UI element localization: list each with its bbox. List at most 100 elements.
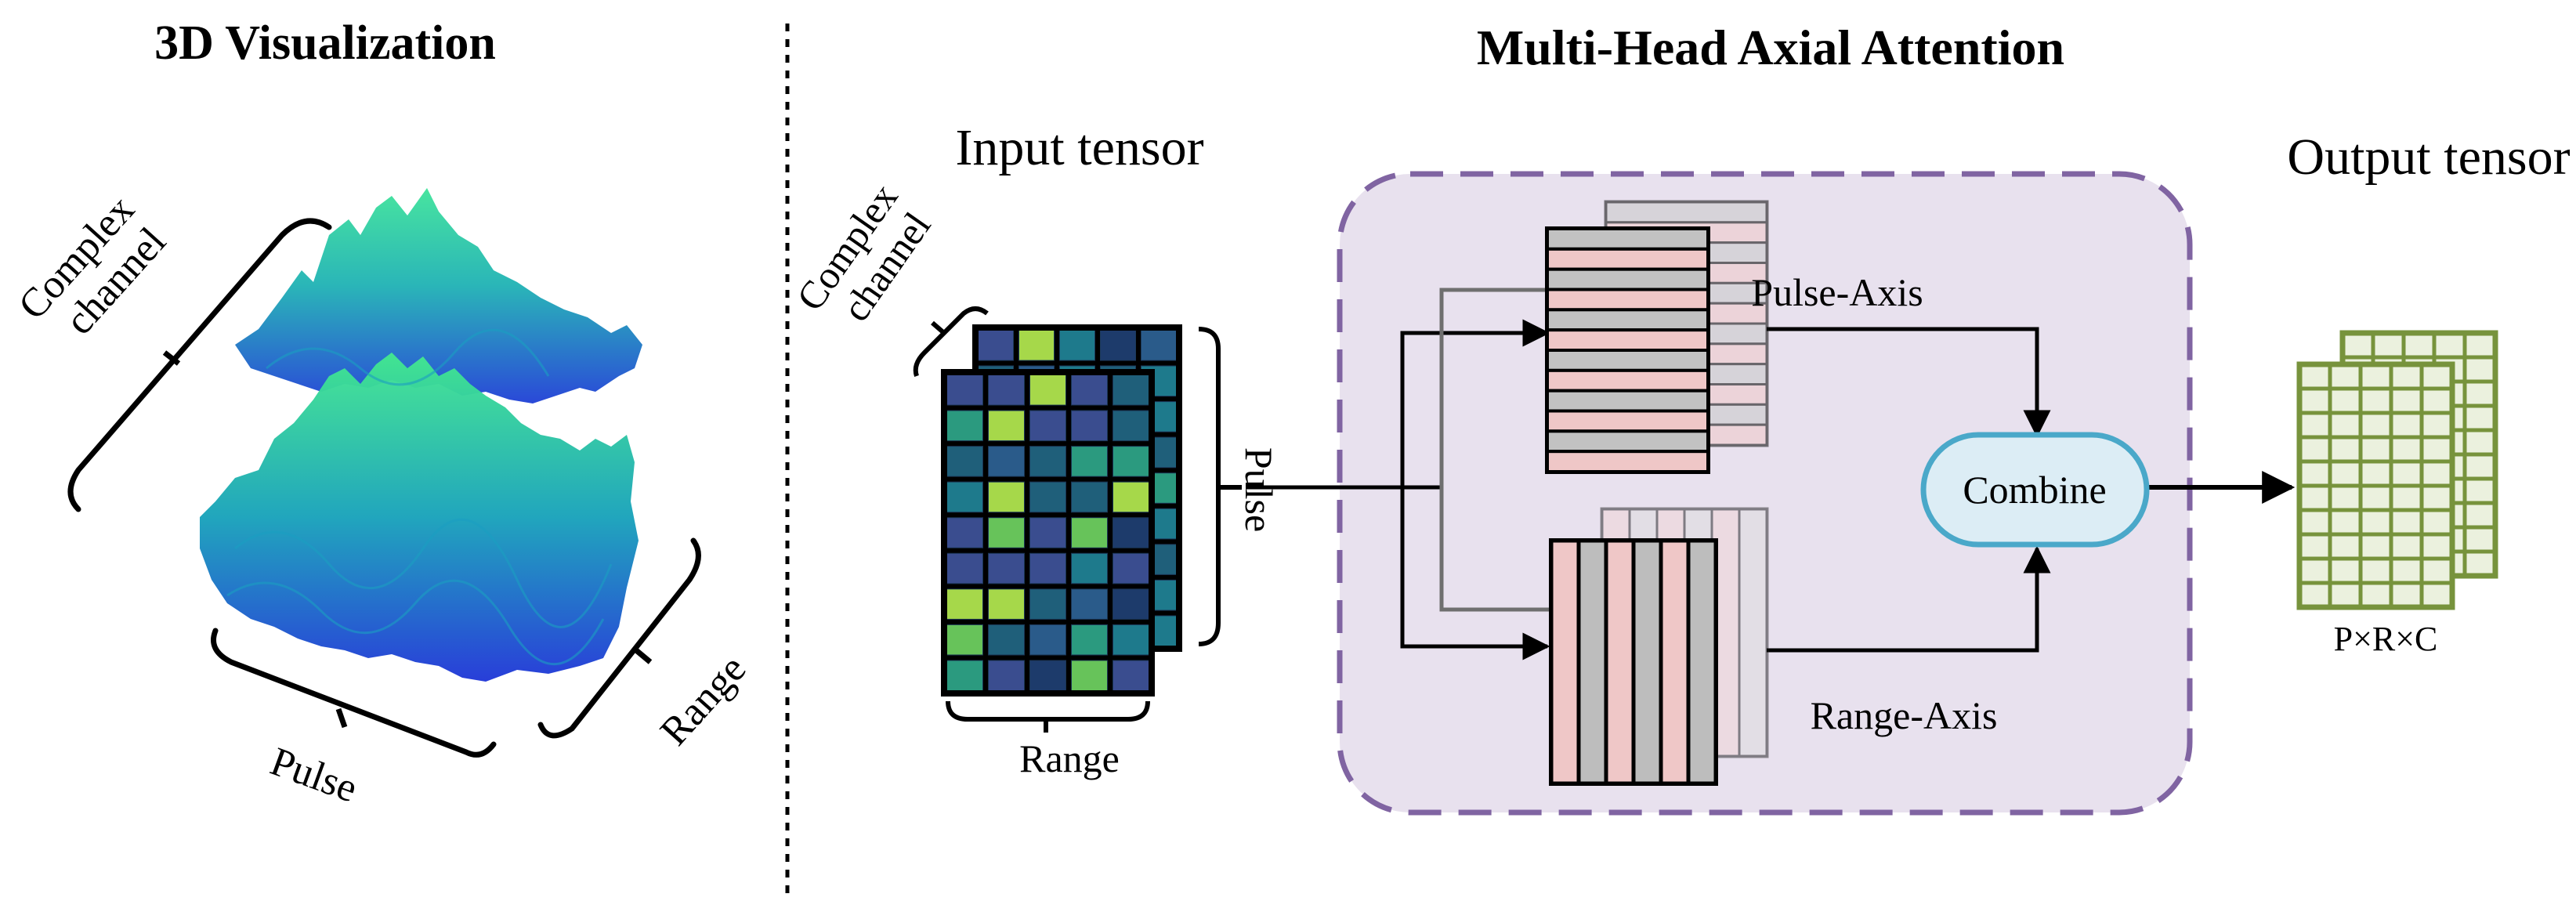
input-tensor: Input tensor Complex channel Pulse Range — [788, 119, 1281, 780]
output-tensor-label: Output tensor — [2287, 128, 2570, 186]
heatmap-cell — [989, 624, 1024, 655]
heatmap-cell — [1113, 482, 1149, 512]
heatmap-cell — [1030, 447, 1065, 476]
pulse-row — [1605, 201, 1768, 224]
heatmap-cell — [1030, 589, 1065, 619]
pulse-bracket — [211, 628, 497, 758]
heatmap-cell — [1113, 589, 1149, 619]
heatmap-cell — [1030, 660, 1065, 690]
heatmap-cell — [989, 375, 1024, 405]
heatmap-cell — [1072, 375, 1107, 405]
range-column — [1738, 508, 1768, 758]
heatmap-cell — [1019, 331, 1054, 360]
heatmap-cell — [947, 518, 982, 548]
input-range-bracket — [946, 700, 1150, 722]
pulse-row — [1546, 429, 1709, 454]
range-column — [1631, 538, 1663, 786]
heatmap-cell — [1072, 411, 1107, 441]
heatmap-cell — [1030, 518, 1065, 548]
heatmap-cell — [1072, 518, 1107, 548]
heatmap-cell — [989, 447, 1024, 476]
heatmap-cell — [1113, 518, 1149, 548]
pulse-row — [1546, 288, 1709, 312]
combine-node: Combine — [1920, 432, 2150, 548]
combine-label: Combine — [1963, 468, 2106, 512]
heatmap-cell — [1101, 331, 1135, 360]
heatmap-cell — [1030, 553, 1065, 584]
heatmap-cell — [989, 518, 1024, 548]
heatmap-cell — [1113, 624, 1149, 655]
right-panel: Multi-Head Axial Attention Input tensor … — [788, 20, 2571, 816]
surface-3d — [200, 188, 642, 682]
heatmap-cell — [1030, 624, 1065, 655]
pulse-row — [1546, 247, 1709, 271]
pulse-row — [1546, 368, 1709, 393]
pulse-row — [1546, 349, 1709, 372]
heatmap-cell — [989, 411, 1024, 441]
surface-back-layer — [235, 188, 642, 403]
pulse-row — [1546, 328, 1709, 352]
range-bracket — [537, 537, 701, 739]
pulse-row — [1546, 389, 1709, 413]
range-column — [1549, 538, 1581, 786]
range-column — [1604, 538, 1636, 786]
input-matrix-front — [941, 369, 1155, 697]
heatmap-cell — [989, 589, 1024, 619]
heatmap-cell — [979, 331, 1013, 360]
heatmap-cell — [947, 553, 982, 584]
heatmap-cell — [1113, 375, 1149, 405]
left-title: 3D Visualization — [154, 16, 496, 70]
heatmap-cell — [1030, 411, 1065, 441]
range-column — [1686, 538, 1718, 786]
heatmap-cell — [1113, 447, 1149, 476]
pulse-row — [1546, 267, 1709, 291]
pulse-row — [1546, 227, 1709, 251]
output-tensor: Output tensor P×R×C — [2287, 128, 2570, 658]
pulse-axis-label: Pulse-Axis — [1751, 270, 1923, 314]
heatmap-cell — [1030, 375, 1065, 405]
heatmap-cell — [989, 660, 1024, 690]
heatmap-cell — [1141, 331, 1176, 360]
surface-ridges — [226, 328, 613, 666]
right-title: Multi-Head Axial Attention — [1477, 20, 2064, 75]
heatmap-cell — [989, 553, 1024, 584]
range-axis-block: Range-Axis — [1549, 507, 1998, 786]
pulse-row — [1546, 409, 1709, 433]
complex-channel-bracket — [67, 218, 332, 512]
heatmap-cell — [1113, 411, 1149, 441]
pulse-axis-front — [1545, 226, 1710, 474]
left-axis-pulse: Pulse — [265, 739, 363, 811]
heatmap-cell — [947, 624, 982, 655]
input-pulse-label: Pulse — [1237, 447, 1281, 532]
heatmap-cell — [947, 447, 982, 476]
range-axis-front — [1549, 538, 1718, 786]
heatmap-cell — [947, 411, 982, 441]
connectors — [1246, 288, 2296, 660]
input-pulse-bracket — [1198, 327, 1221, 646]
heatmap-cell — [947, 660, 982, 690]
heatmap-cell — [1072, 553, 1107, 584]
heatmap-cell — [1113, 553, 1149, 584]
heatmap-cell — [947, 589, 982, 619]
heatmap-cell — [1072, 447, 1107, 476]
pulse-row — [1546, 450, 1709, 474]
range-axis-label: Range-Axis — [1811, 693, 1998, 737]
input-range-label: Range — [1019, 736, 1120, 780]
heatmap-cell — [1072, 624, 1107, 655]
pulse-axis-block: Pulse-Axis — [1545, 200, 1923, 474]
left-axis-range: Range — [652, 647, 754, 754]
input-tensor-label: Input tensor — [955, 119, 1203, 176]
heatmap-cell — [1060, 331, 1094, 360]
heatmap-cell — [1072, 482, 1107, 512]
heatmap-cell — [989, 482, 1024, 512]
heatmap-cell — [947, 375, 982, 405]
heatmap-cell — [947, 482, 982, 512]
pulse-row — [1546, 308, 1709, 332]
range-column — [1576, 538, 1608, 786]
range-column — [1659, 538, 1691, 786]
surface-front-layer — [200, 353, 639, 682]
heatmap-cell — [1072, 660, 1107, 690]
left-panel: 3D Visualization Complex channel Pulse R… — [10, 16, 755, 812]
heatmap-cell — [1113, 660, 1149, 690]
